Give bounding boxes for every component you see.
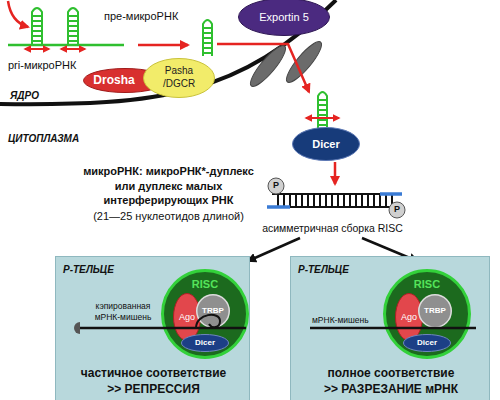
text-label: pri-микроРНК xyxy=(8,59,98,72)
dicer-protein: Dicer xyxy=(403,334,451,352)
node-text: Dicer xyxy=(403,334,451,352)
mrna-target xyxy=(80,327,246,330)
trbp-protein-shape xyxy=(197,295,230,328)
mrna-loop xyxy=(196,315,220,328)
p-body-panel: Р-ТЕЛЬЦЕ полное соответствие >> РАЗРЕЗАНИ… xyxy=(290,256,490,400)
overhang xyxy=(380,192,402,196)
cytoplasmic-hairpin xyxy=(318,92,327,130)
text-label: асимметричная сборка RISC xyxy=(240,222,425,235)
transcription-arrow xyxy=(8,1,28,27)
node-text: TRBP xyxy=(418,294,452,328)
p-body-panel: Р-ТЕЛЬЦЕ частичное соответствие >> РЕПРЕС… xyxy=(55,256,250,400)
text-label: пре-микроРНК xyxy=(104,10,194,23)
dicer-protein-shape xyxy=(404,335,451,352)
mrna-cap xyxy=(74,322,80,334)
nuclear-pore xyxy=(246,42,290,91)
node-text: TRBP xyxy=(196,294,230,328)
trbp-protein-shape xyxy=(419,295,452,328)
risc-complex: RISC AgoTRBP Dicer xyxy=(161,269,249,359)
node-text: полное соответствие >> РАЗРЕЗАНИЕ мРНК xyxy=(319,365,463,397)
text-label: ЦИТОПЛАЗМА xyxy=(8,133,108,145)
node-text: RISC xyxy=(383,278,471,291)
dicing-arrow xyxy=(334,162,337,184)
export-arrow xyxy=(217,44,309,92)
node-text: Drosha xyxy=(83,73,145,87)
node-text: Р-ТЕЛЬЦЕ xyxy=(298,264,388,276)
ago-protein-shape xyxy=(396,294,423,341)
node-text: Exportin 5 xyxy=(238,0,330,36)
trbp-protein: TRBP xyxy=(418,294,452,328)
node-text: Dicer xyxy=(181,334,229,352)
pasha-protein: Pasha /DGCR xyxy=(143,58,215,98)
dicer-protein-shape xyxy=(182,335,229,352)
text-label: ЯДРО xyxy=(10,90,70,102)
node-text: Ago xyxy=(395,293,423,341)
pasha-protein-shape xyxy=(144,59,215,98)
mrna-target xyxy=(310,327,476,330)
exportin-protein: Exportin 5 xyxy=(238,0,330,36)
overhang xyxy=(267,205,290,209)
trbp-protein: TRBP xyxy=(196,294,230,328)
cleavage-site-arrow xyxy=(25,48,49,50)
ago-protein: Ago xyxy=(395,293,423,341)
node-text: частичное соответствие >> РЕПРЕССИЯ xyxy=(73,365,235,397)
ago-protein: Ago xyxy=(173,293,201,341)
pri-mirna-strand xyxy=(8,44,124,47)
text-label: (21—25 нуклеотидов длиной) xyxy=(70,210,267,223)
hairpin xyxy=(32,8,42,45)
text-label: мРНК-мишень xyxy=(312,315,382,325)
ago-protein-shape xyxy=(174,294,201,341)
node-text: Pasha /DGCR xyxy=(155,64,203,90)
dicer-protein: Dicer xyxy=(292,127,360,161)
hairpin xyxy=(68,8,78,45)
pre-mirna-hairpin xyxy=(203,20,212,56)
text-label: кэпированная мРНК-мишень xyxy=(82,301,164,322)
node-text: RISC xyxy=(161,278,249,291)
mirna-duplex xyxy=(272,194,398,207)
node-text: Р-ТЕЛЬЦЕ xyxy=(63,264,153,276)
phosphate-circle xyxy=(389,202,405,218)
node-text: Ago xyxy=(173,293,201,341)
text-label: P xyxy=(268,180,284,191)
risc-complex: RISC AgoTRBP Dicer xyxy=(383,269,471,359)
dicer-protein-shape xyxy=(293,128,360,161)
cleavage-site-arrow xyxy=(61,48,85,50)
node-text: Dicer xyxy=(292,127,360,161)
phosphate-circle xyxy=(268,178,284,194)
dicer-cut-arrow xyxy=(306,117,339,119)
text-label: P xyxy=(389,204,405,215)
dicer-protein: Dicer xyxy=(181,334,229,352)
processing-arrow xyxy=(138,44,188,47)
text-label: микроРНК: микроРНК*-дуплекс или дуплекс … xyxy=(75,164,262,208)
exportin-protein-shape xyxy=(239,0,330,36)
